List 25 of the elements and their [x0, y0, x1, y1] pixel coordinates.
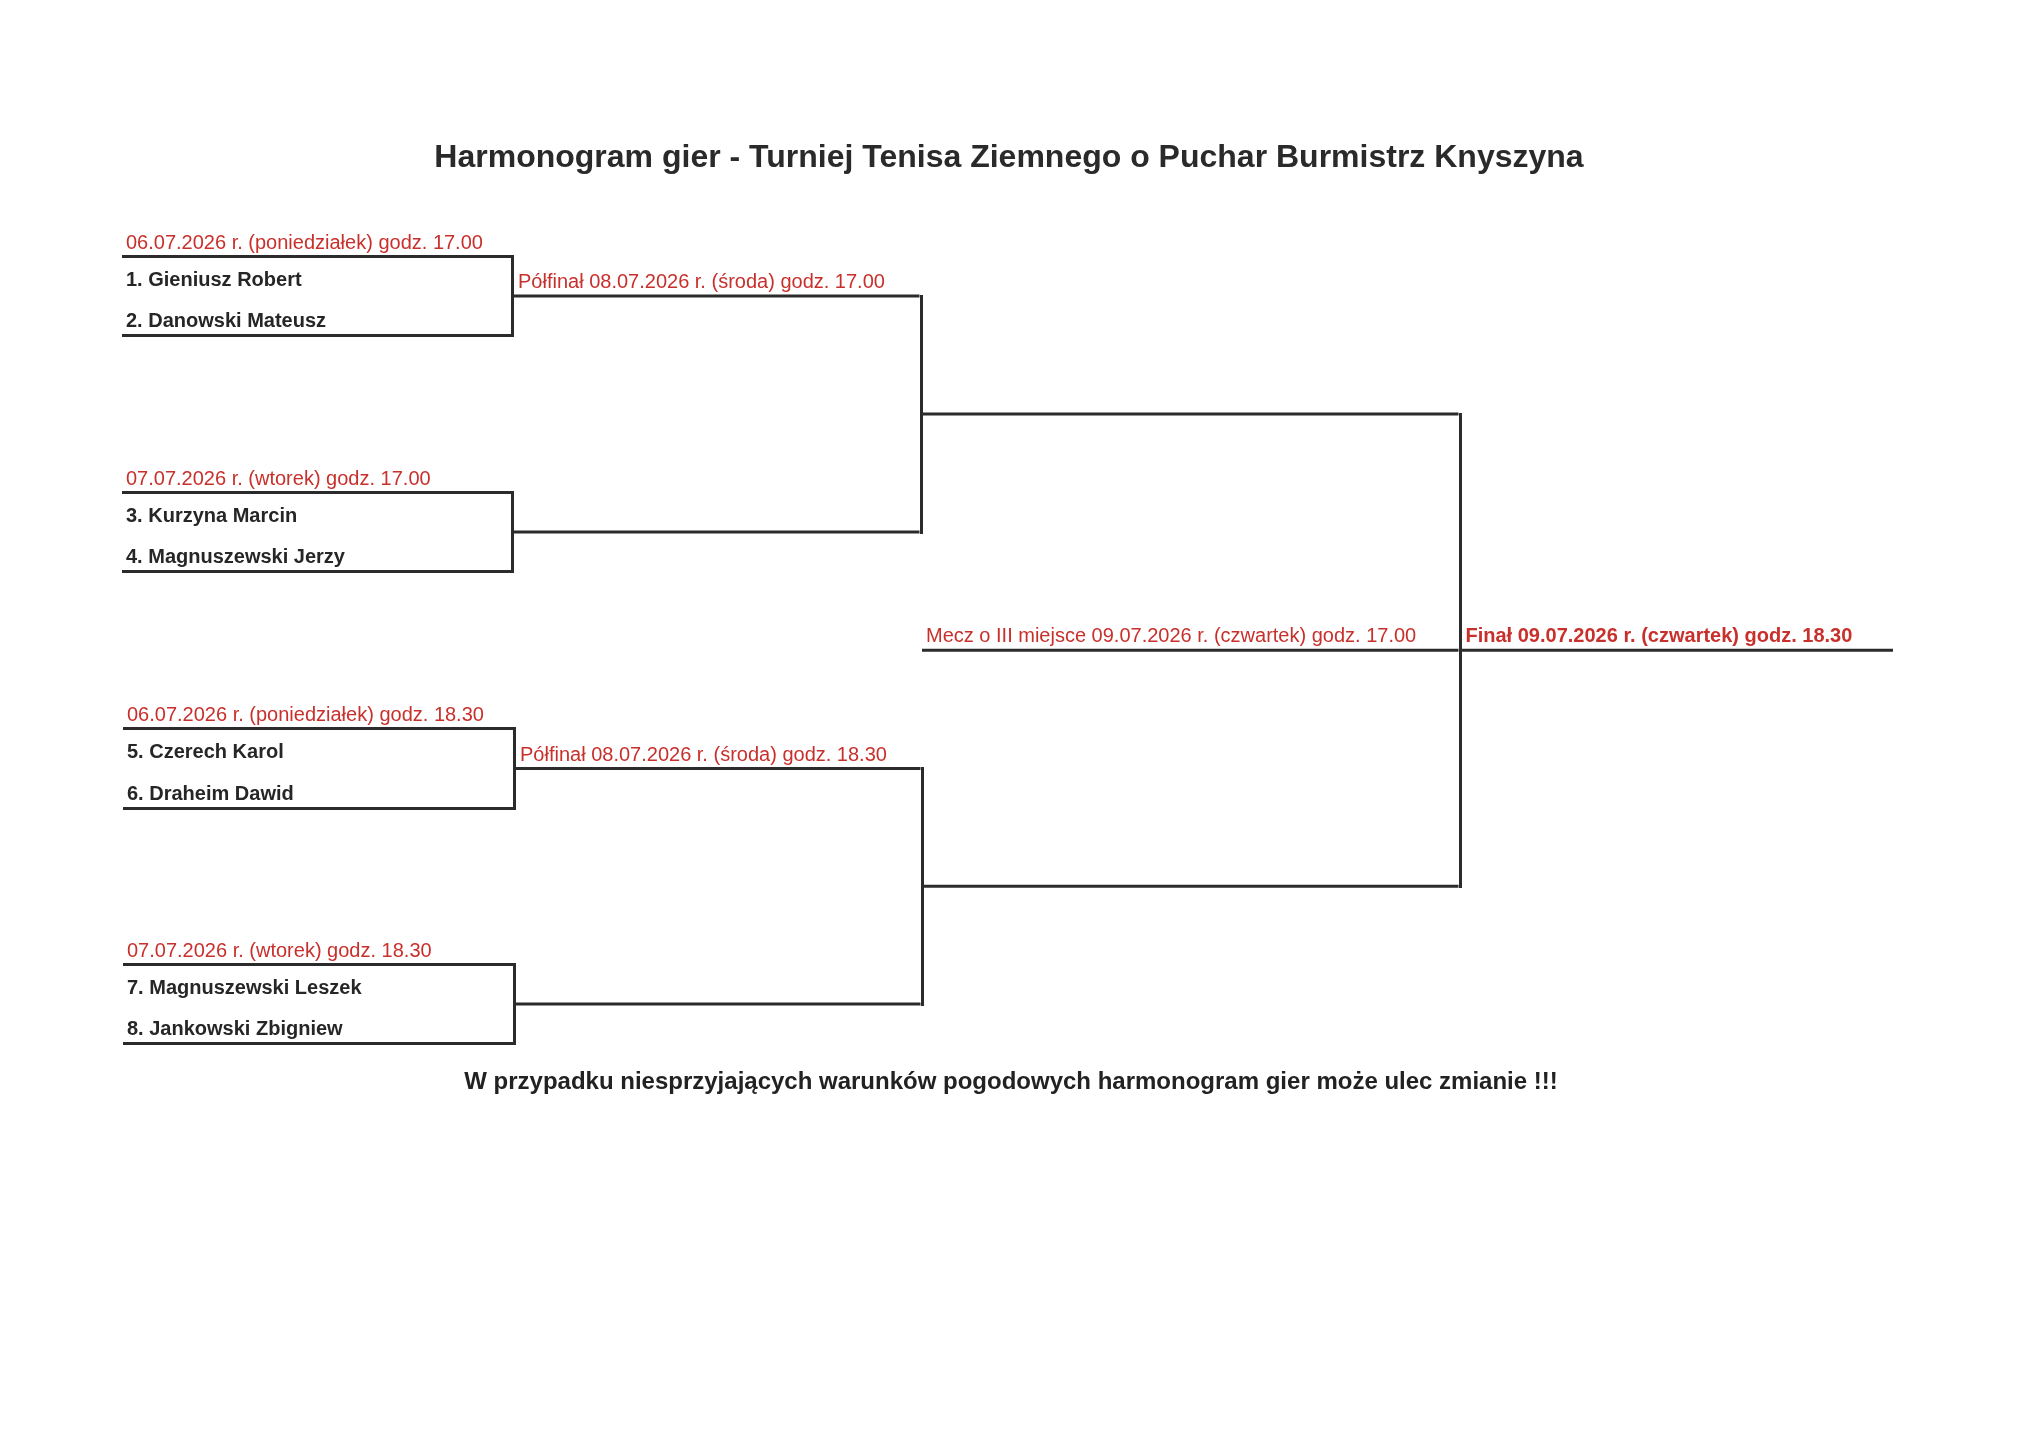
junction-line: [1458, 412, 1462, 888]
bracket-line: [516, 767, 921, 770]
bracket-line: [514, 530, 920, 534]
match-date: 06.07.2026 r. (poniedziałek) godz. 18.30: [127, 702, 484, 726]
bracket-line: [514, 294, 920, 298]
notice-text: W przypadku niesprzyjających warunków pogodowych harmonogram gier może ulec zmianie !!!: [464, 1067, 1558, 1095]
bracket-line: [922, 412, 1459, 416]
match-date: 07.07.2026 r. (wtorek) godz. 17.00: [126, 466, 431, 490]
match-date: 07.07.2026 r. (wtorek) godz. 18.30: [127, 938, 432, 962]
page-title: Harmonogram gier - Turniej Tenisa Ziemnego o Puchar Burmistrz Knyszyna: [434, 137, 1584, 175]
bracket-line: [516, 1002, 921, 1006]
player-name: 4. Magnuszewski Jerzy: [126, 544, 345, 568]
player-name: 3. Kurzyna Marcin: [126, 503, 298, 527]
bracket-line: [923, 884, 1459, 888]
match-date: 06.07.2026 r. (poniedziałek) godz. 17.00: [126, 230, 483, 254]
bracket-line: [1461, 648, 1893, 652]
player-name: 7. Magnuszewski Leszek: [127, 975, 362, 999]
player-name: 6. Draheim Dawid: [127, 781, 294, 805]
junction-line: [920, 767, 924, 1006]
player-name: 8. Jankowski Zbigniew: [127, 1016, 343, 1040]
player-name: 5. Czerech Karol: [127, 739, 284, 763]
junction-line: [919, 294, 923, 534]
player-name: 2. Danowski Mateusz: [126, 308, 327, 332]
bracket-line: [922, 648, 1459, 652]
player-name: 1. Gieniusz Robert: [126, 267, 302, 291]
